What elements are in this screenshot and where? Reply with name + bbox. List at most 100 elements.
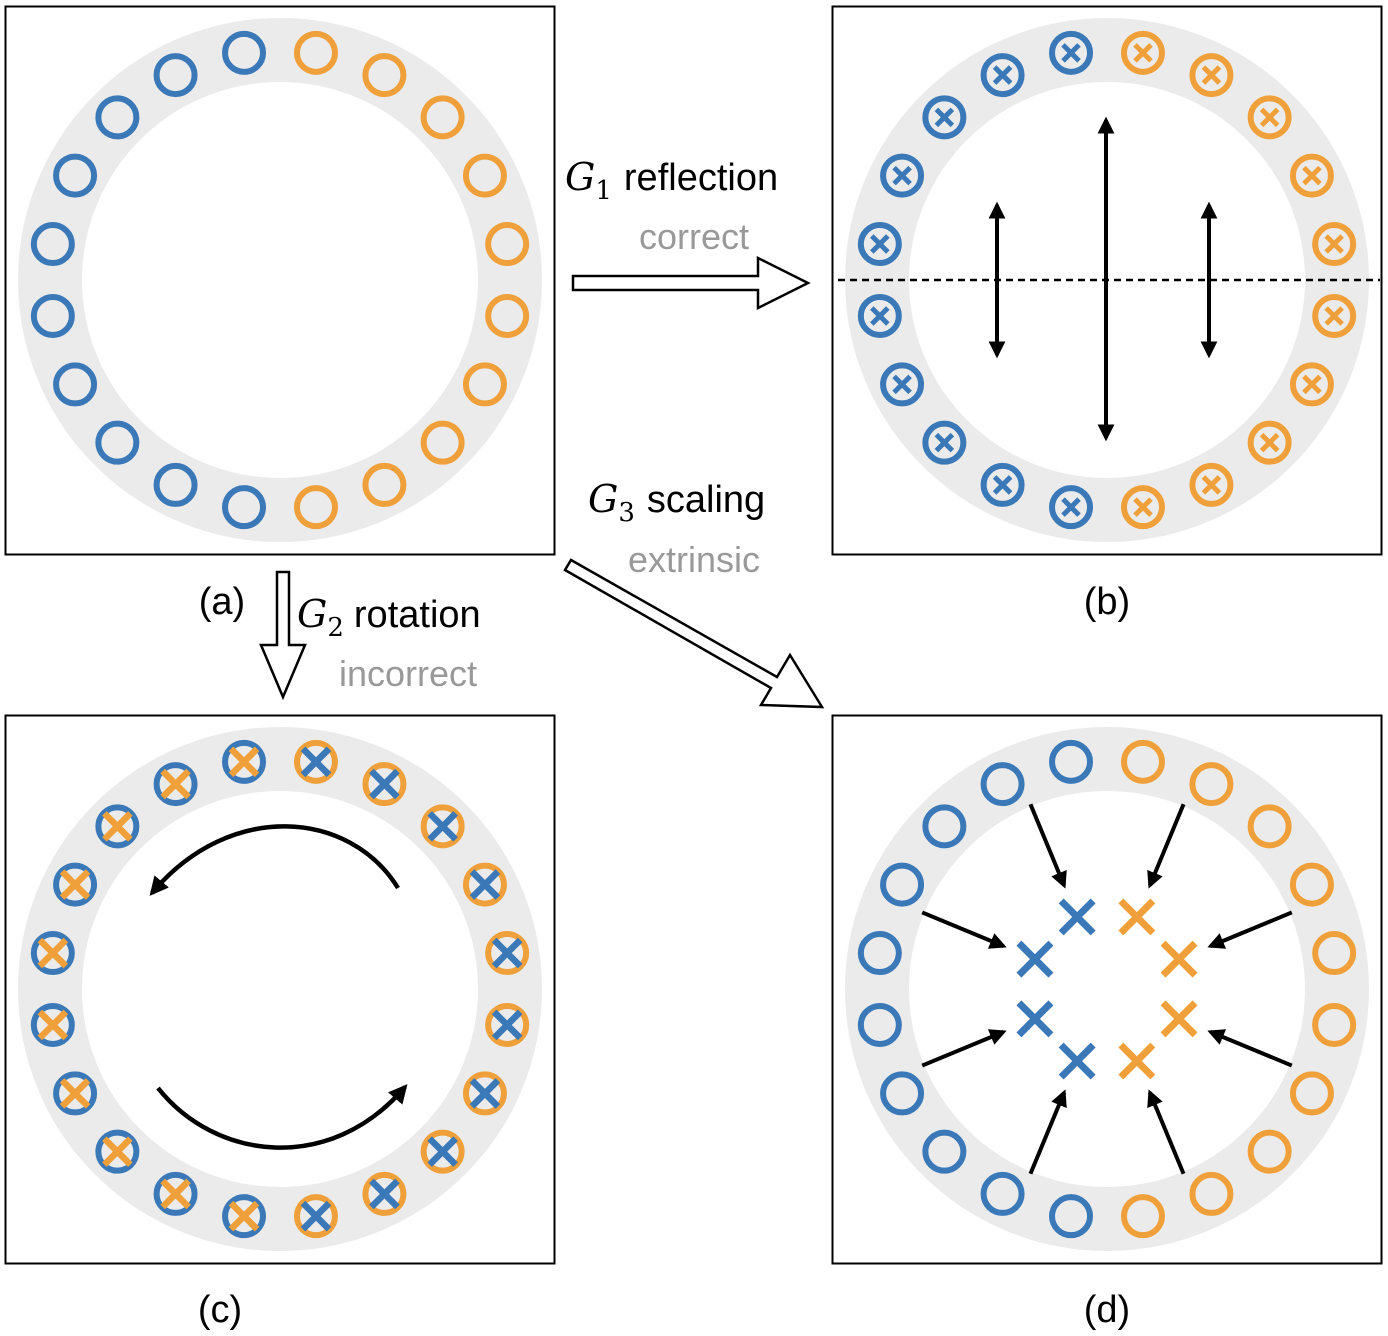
crossed-ring-marker (95, 804, 140, 849)
crossed-ring-marker (420, 1129, 465, 1174)
otimes-marker (1120, 485, 1165, 530)
otimes-marker (857, 293, 902, 338)
ring-marker (420, 420, 465, 465)
ring-marker (462, 362, 507, 407)
double-headed-vertical-arrows-icon (988, 116, 1218, 442)
panel-c-label: (c) (198, 1289, 242, 1331)
g3-note: extrinsic (628, 539, 760, 580)
panel-a-label: (a) (199, 581, 245, 623)
ring-marker (1049, 739, 1094, 784)
ring-marker (53, 153, 98, 198)
ring-marker (95, 95, 140, 140)
ring-marker (880, 862, 925, 907)
ring-marker (1312, 931, 1357, 976)
crossed-ring-marker (153, 1171, 198, 1216)
crossed-ring-marker (222, 739, 267, 784)
otimes-marker (922, 420, 967, 465)
ring-marker (980, 762, 1025, 807)
ring-marker (293, 485, 338, 530)
panel-c-frame (4, 714, 556, 1265)
ring-marker (153, 462, 198, 507)
crossed-ring-marker (293, 739, 338, 784)
ring-marker (1120, 739, 1165, 784)
cross-marker (1160, 940, 1198, 978)
g3-hollow-arrow-diagonal-icon (563, 558, 825, 709)
crossed-ring-marker (362, 1171, 407, 1216)
crossed-ring-marker (53, 1071, 98, 1116)
ring-marker (153, 53, 198, 98)
crossed-ring-marker (153, 762, 198, 807)
ring-marker (880, 1071, 925, 1116)
g2-subscript: 2 (327, 613, 344, 643)
ring-marker (485, 293, 530, 338)
ring-marker (462, 153, 507, 198)
otimes-marker (857, 222, 902, 267)
panel-b-label: (b) (1084, 581, 1130, 623)
upper-curved-arrow (149, 824, 400, 896)
crossed-ring-marker (462, 862, 507, 907)
cross-marker (1058, 1042, 1096, 1080)
panel-d-ring (845, 727, 1369, 1251)
ring-marker (1312, 1002, 1357, 1047)
ring-marker (222, 485, 267, 530)
ring-marker (922, 804, 967, 849)
ring-marker (1120, 1194, 1165, 1239)
otimes-marker (1120, 30, 1165, 75)
g1-subscript: 1 (595, 176, 612, 206)
crossed-ring-marker (420, 804, 465, 849)
crossed-ring-marker (30, 1002, 75, 1047)
inward-arrow (1207, 910, 1293, 949)
g3-name: scaling (647, 479, 765, 521)
g3-subscript: 3 (618, 498, 635, 528)
inward-arrow (921, 910, 1007, 949)
otimes-marker (980, 53, 1025, 98)
ring-marker (1189, 762, 1234, 807)
g1-symbol: G (565, 155, 595, 199)
otimes-marker (1247, 95, 1292, 140)
inward-arrow (1147, 803, 1186, 889)
panel-d-markers (857, 739, 1357, 1239)
panel-b-frame (831, 5, 1383, 556)
otimes-marker (980, 462, 1025, 507)
crossed-ring-marker (485, 1002, 530, 1047)
otimes-marker (1247, 420, 1292, 465)
cross-marker (1016, 1000, 1054, 1038)
panel-c-ring (18, 727, 542, 1251)
panel-a-frame (4, 5, 556, 556)
panel-d-label: (d) (1084, 1289, 1130, 1331)
inward-arrow (1207, 1029, 1293, 1068)
ring-marker (222, 30, 267, 75)
crossed-ring-marker (462, 1071, 507, 1116)
ring-marker (1189, 1171, 1234, 1216)
g2-note: incorrect (339, 653, 477, 694)
curved-rotation-arrows-icon (149, 824, 408, 1150)
ring-marker (95, 420, 140, 465)
crossed-ring-marker (30, 931, 75, 976)
g2-name: rotation (354, 594, 481, 636)
ring-marker (857, 1002, 902, 1047)
panel-a-markers (30, 30, 530, 530)
panel-a-ring (18, 18, 542, 542)
ring-marker (53, 362, 98, 407)
crossed-ring-marker (95, 1129, 140, 1174)
inward-arrow (1028, 1089, 1067, 1175)
otimes-marker (1312, 293, 1357, 338)
ring-marker (1289, 1071, 1334, 1116)
inward-arrows-icon (921, 803, 1293, 1175)
ring-marker (1049, 1194, 1094, 1239)
cross-marker (1118, 898, 1156, 936)
otimes-marker (1189, 462, 1234, 507)
panel-d-frame (831, 714, 1383, 1265)
inward-arrow (1028, 803, 1067, 889)
otimes-marker (1289, 362, 1334, 407)
ring-marker (30, 293, 75, 338)
cross-marker (1058, 898, 1096, 936)
otimes-marker (1049, 485, 1094, 530)
g2-hollow-arrow-down-icon (259, 570, 307, 701)
inward-arrow (1147, 1089, 1186, 1175)
otimes-marker (1312, 222, 1357, 267)
otimes-marker (880, 153, 925, 198)
